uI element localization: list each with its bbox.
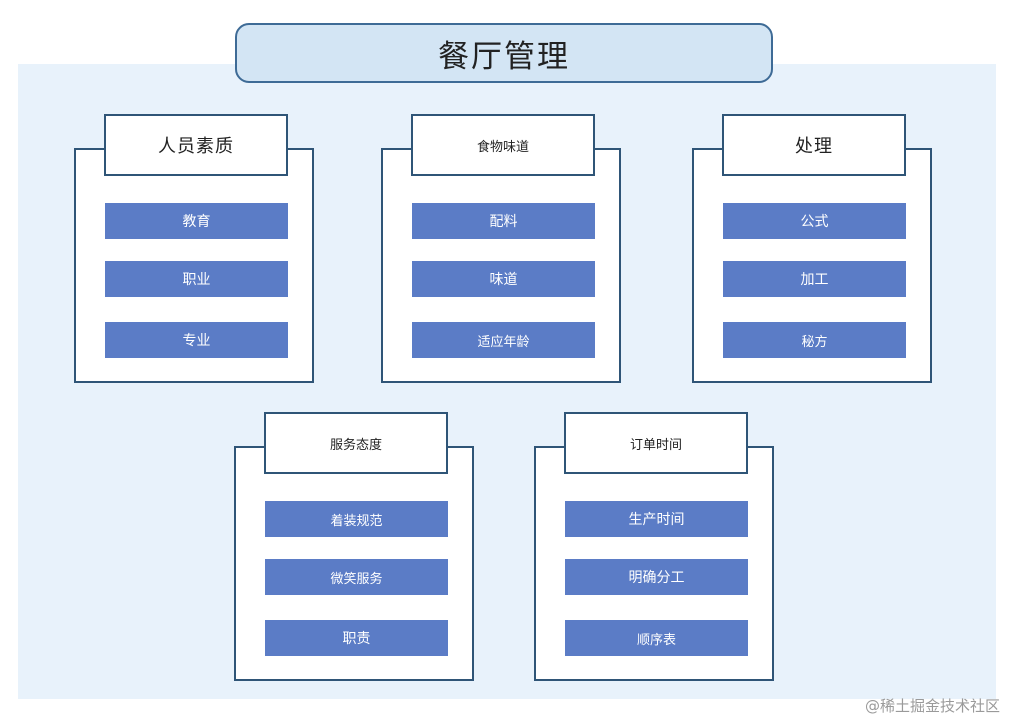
group-item: 适应年龄 [412,322,595,358]
group-item: 职责 [265,620,448,656]
group-item: 秘方 [723,322,906,358]
group-item: 微笑服务 [265,559,448,595]
watermark: @稀土掘金技术社区 [864,697,1000,715]
group-item: 配料 [412,203,595,239]
group-header: 服务态度 [264,412,448,474]
group-item: 顺序表 [565,620,748,656]
group-item: 加工 [723,261,906,297]
group-service-attitude: 服务态度 着装规范 微笑服务 职责 [234,412,474,681]
group-item: 教育 [105,203,288,239]
group-order-time: 订单时间 生产时间 明确分工 顺序表 [534,412,774,681]
group-header: 处理 [722,114,906,176]
group-item: 着装规范 [265,501,448,537]
group-header: 食物味道 [411,114,595,176]
group-item: 公式 [723,203,906,239]
group-item: 生产时间 [565,501,748,537]
group-item: 专业 [105,322,288,358]
group-personnel-quality: 人员素质 教育 职业 专业 [74,114,314,383]
group-item: 职业 [105,261,288,297]
group-item: 明确分工 [565,559,748,595]
group-item: 味道 [412,261,595,297]
group-processing: 处理 公式 加工 秘方 [692,114,932,383]
group-header: 订单时间 [564,412,748,474]
group-food-taste: 食物味道 配料 味道 适应年龄 [381,114,621,383]
group-header: 人员素质 [104,114,288,176]
diagram-title: 餐厅管理 [235,23,773,83]
